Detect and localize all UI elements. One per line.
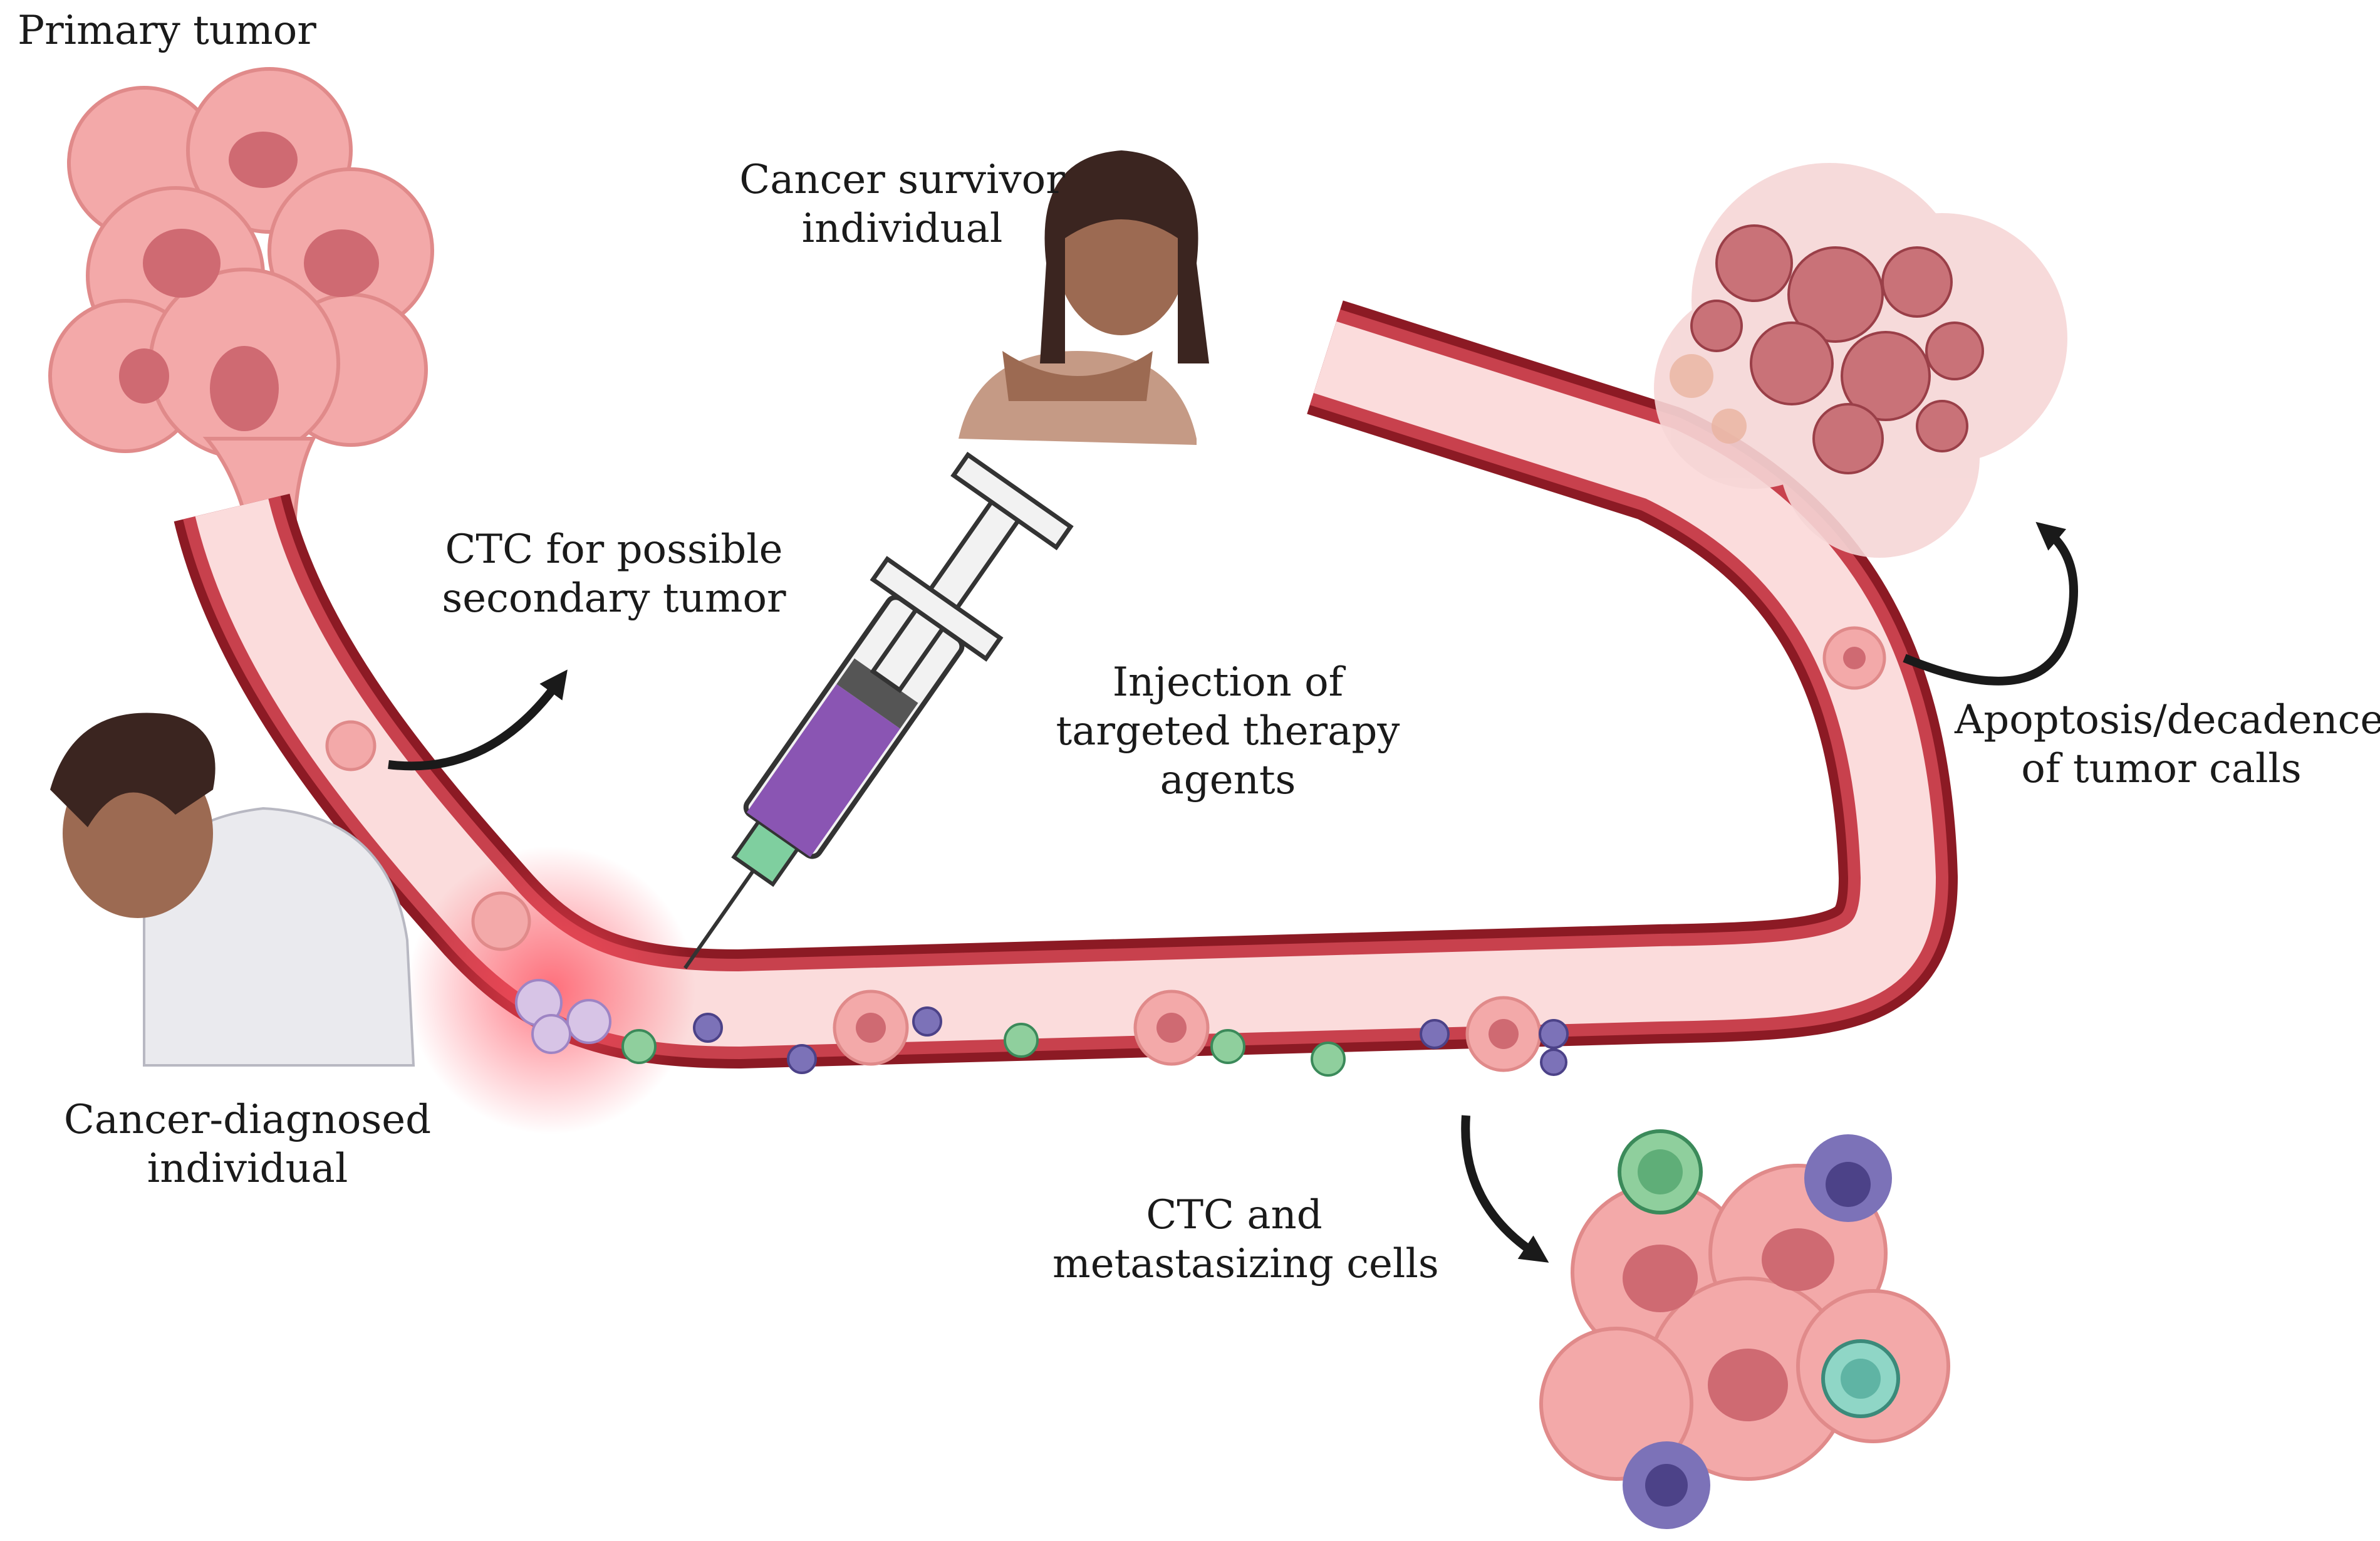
label-apoptosis: Apoptosis/decadence of tumor calls xyxy=(1955,697,2380,792)
arrow-to-secondary-tumor-icon xyxy=(388,669,568,771)
label-ctc-metastasizing: CTC and metastasizing cells xyxy=(1052,1192,1439,1287)
metastasis-cluster-icon xyxy=(1539,1129,1950,1529)
arrow-to-metastasis-icon xyxy=(1461,1115,1549,1263)
label-cancer-survivor: Cancer survivor individual xyxy=(739,157,1065,252)
syringe-icon xyxy=(683,451,1074,969)
label-cancer-diagnosed: Cancer-diagnosed individual xyxy=(63,1097,432,1192)
label-ctc-secondary-tumor: CTC for possible secondary tumor xyxy=(442,526,786,622)
label-injection: Injection of targeted therapy agents xyxy=(1056,659,1400,803)
apoptotic-cells-cluster-icon xyxy=(1654,163,2067,558)
cancer-diagnosed-person-icon xyxy=(50,713,415,1067)
primary-tumor-cluster-icon xyxy=(48,67,434,541)
circulating-cells xyxy=(325,626,1886,1077)
label-primary-tumor: Primary tumor xyxy=(18,8,316,54)
cancer-survivor-person-icon xyxy=(959,150,1209,445)
arrow-to-apoptosis-icon xyxy=(1903,521,2078,686)
